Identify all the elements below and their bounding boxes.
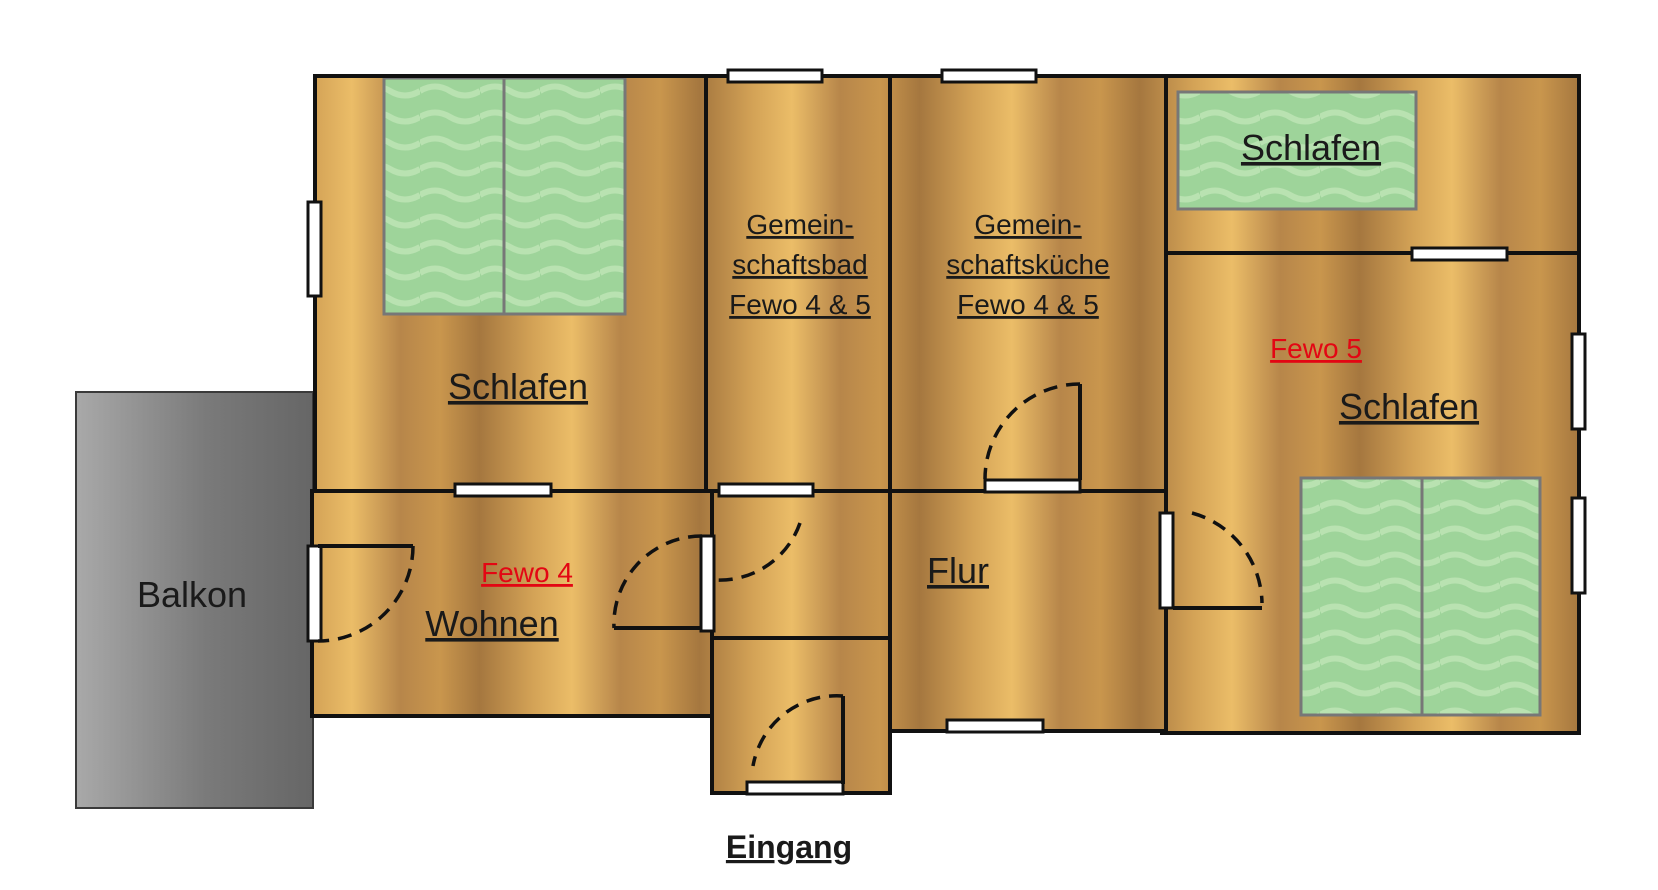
- bad-label-line2: schaftsbad: [732, 249, 867, 280]
- door-leaves: [318, 384, 1262, 784]
- flur-label: Flur: [927, 550, 989, 591]
- schlafen-left-label: Schlafen: [448, 366, 588, 407]
- kueche-label-line1: Gemein-: [974, 209, 1081, 240]
- fewo4-label: Fewo 4: [481, 557, 573, 588]
- balkon-area: [75, 391, 314, 809]
- kueche-label-line2: schaftsküche: [946, 249, 1109, 280]
- eingang-label: Eingang: [726, 829, 852, 865]
- windows: [306, 68, 1587, 796]
- schlafen-right-label: Schlafen: [1339, 386, 1479, 427]
- fewo5-label: Fewo 5: [1270, 333, 1362, 364]
- bad-label-line3: Fewo 4 & 5: [729, 289, 871, 320]
- bed-schlafen-top-right: [1176, 90, 1418, 211]
- kueche-label-line3: Fewo 4 & 5: [957, 289, 1099, 320]
- bad-label-line1: Gemein-: [746, 209, 853, 240]
- wohnen-label: Wohnen: [425, 603, 558, 644]
- door-swings: [317, 382, 1264, 767]
- bed-schlafen-right: [1299, 476, 1542, 717]
- balkon-label: Balkon: [137, 574, 247, 615]
- bed-schlafen-left: [382, 76, 627, 316]
- schlafen-top-right-label: Schlafen: [1241, 127, 1381, 168]
